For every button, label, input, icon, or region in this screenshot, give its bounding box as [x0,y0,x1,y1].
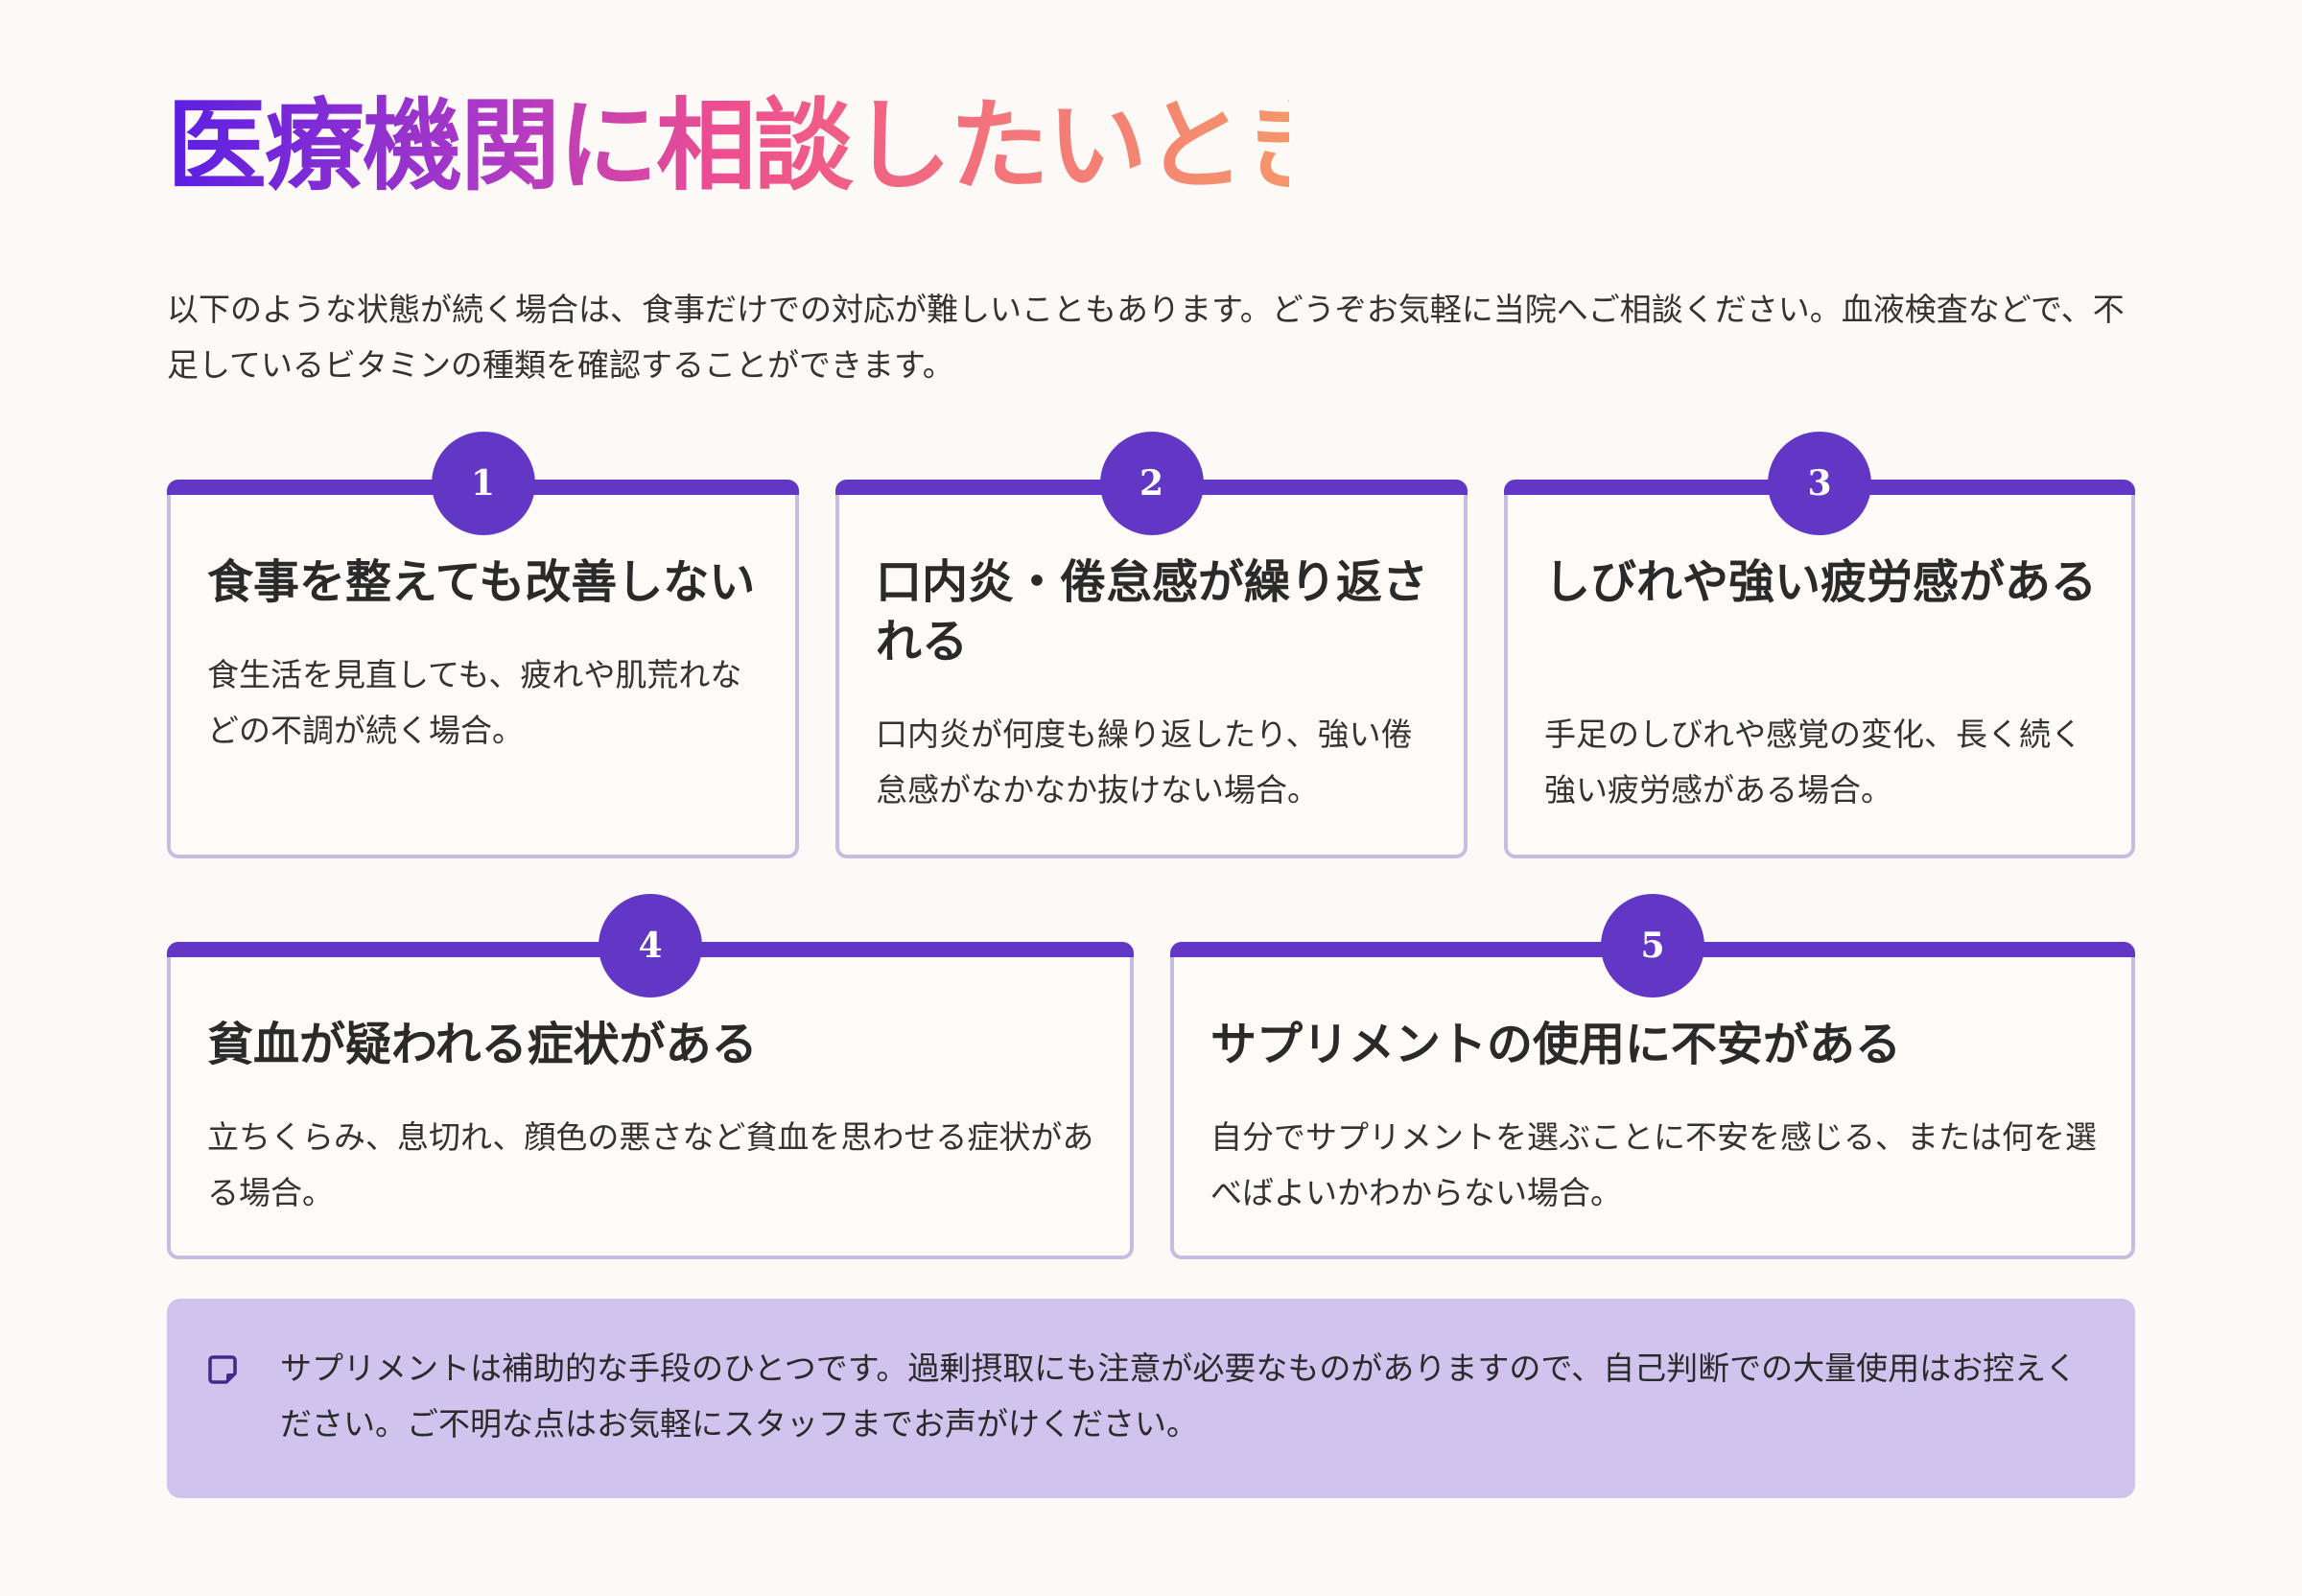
intro-text: 以下のような状態が続く場合は、食事だけでの対応が難しいこともあります。どうぞお気… [167,291,2125,384]
consult-card-5: 5 サプリメントの使用に不安がある 自分でサプリメントを選ぶことに不安を感じる、… [1170,894,2135,1259]
step-number-badge: 3 [1768,432,1871,535]
step-number-badge: 4 [599,894,702,998]
card-heading: しびれや強い疲労感がある [1544,555,2098,609]
step-number-badge: 2 [1099,432,1204,535]
consult-card-3: 3 しびれや強い疲労感がある 手足のしびれや感覚の変化、長く続く強い疲労感がある… [1504,432,2135,858]
step-number-badge: 5 [1601,894,1704,998]
consult-card-1: 1 食事を整えても改善しない 食生活を見直しても、疲れや肌荒れなどの不調が続く場… [167,432,799,858]
card-heading: 貧血が疑われる症状がある [207,1018,758,1071]
card-heading: サプリメントの使用に不安がある [1210,1018,1902,1071]
card-description: 手足のしびれや感覚の変化、長く続く強い疲労感がある場合。 [1544,716,2082,809]
card-description: 食生活を見直しても、疲れや肌荒れなどの不調が続く場合。 [207,656,742,749]
step-number-badge: 1 [431,432,535,535]
card-heading: 口内炎・倦怠感が繰り返される [876,555,1429,669]
card-heading: 食事を整えても改善しない [207,555,756,609]
consult-card-2: 2 口内炎・倦怠感が繰り返される 口内炎が何度も繰り返したり、強い倦怠感がなかな… [835,432,1468,858]
sticky-note-icon [207,1354,238,1385]
note-box: サプリメントは補助的な手段のひとつです。過剰摂取にも注意が必要なものがありますの… [167,1299,2135,1498]
consult-card-4: 4 貧血が疑われる症状がある 立ちくらみ、息切れ、顔色の悪さなど貧血を思わせる症… [167,894,1134,1259]
card-description: 口内炎が何度も繰り返したり、強い倦怠感がなかなか抜けない場合。 [876,716,1413,809]
note-text: サプリメントは補助的な手段のひとつです。過剰摂取にも注意が必要なものがありますの… [280,1350,2078,1443]
card-description: 立ちくらみ、息切れ、顔色の悪さなど貧血を思わせる症状がある場合。 [207,1118,1094,1211]
card-description: 自分でサプリメントを選ぶことに不安を感じる、または何を選べばよいかわからない場合… [1210,1118,2097,1211]
page-title: 医療機関に相談したいとき [167,87,1343,204]
